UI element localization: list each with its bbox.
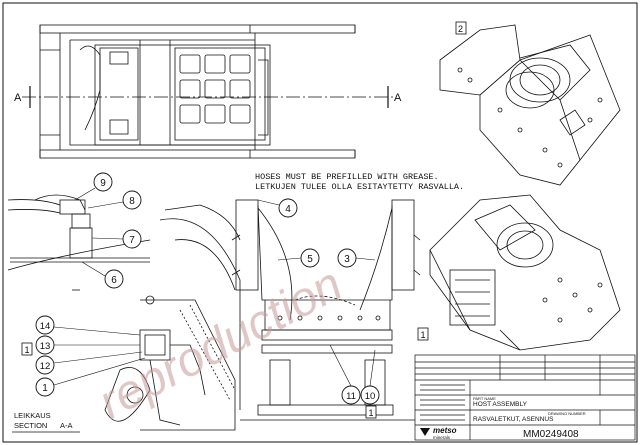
- balloon-5-label: 5: [307, 254, 313, 265]
- balloon-10: 10: [360, 349, 380, 405]
- drawing-number: MM0249408: [523, 429, 579, 440]
- title-en: HOST ASSEMBLY: [473, 401, 528, 408]
- title-fi: RASVALETKUT, ASENNUS: [473, 416, 554, 423]
- view-marker-left: 1: [21, 342, 33, 356]
- balloon-3: 3: [337, 248, 376, 268]
- company-name: metso: [433, 426, 457, 435]
- balloon-14: 14: [35, 315, 141, 336]
- balloon-4-label: 4: [285, 204, 291, 215]
- balloon-13-label: 13: [40, 341, 51, 352]
- balloon-8-label: 8: [129, 196, 135, 207]
- balloon-13: 13: [35, 335, 140, 355]
- company-logo: metso minerals: [420, 426, 457, 440]
- balloon-11: 11: [329, 344, 361, 405]
- balloon-11-label: 11: [346, 391, 356, 402]
- section-view: [104, 204, 241, 431]
- section-caption-suffix: A-A: [60, 421, 73, 430]
- note-line-1: HOSES MUST BE PREFILLED WITH GREASE.: [255, 172, 439, 182]
- iso-view-lower-label: 1: [420, 330, 425, 340]
- balloon-4: 4: [257, 198, 298, 218]
- drawing-number-label: DRAWING NUMBER: [548, 411, 586, 416]
- balloon-7-label: 7: [129, 235, 135, 246]
- balloon-8: 8: [87, 190, 142, 210]
- iso-view-lower: [429, 194, 621, 351]
- iso-view-upper-label: 2: [458, 24, 463, 34]
- section-caption-line-2: SECTION: [14, 421, 47, 430]
- front-view: [231, 199, 421, 421]
- balloon-6-label: 6: [111, 275, 117, 286]
- view-marker-left-label: 1: [24, 345, 29, 355]
- balloon-12: 12: [35, 351, 143, 375]
- section-caption-line-1: LEIKKAUS: [14, 411, 51, 420]
- iso-view-upper: [439, 21, 621, 186]
- watermark-text: reproduction: [90, 258, 350, 430]
- view-marker-bottom: 1: [365, 405, 377, 419]
- balloon-7: 7: [91, 229, 142, 249]
- iso-view-lower-marker: 1: [417, 327, 429, 341]
- balloon-14-label: 14: [40, 321, 51, 332]
- company-sub: minerals: [433, 435, 451, 440]
- title-block: [414, 354, 636, 441]
- detail-fitting: [7, 194, 151, 291]
- balloon-1: 1: [35, 357, 146, 397]
- section-label-right: A: [394, 92, 402, 104]
- balloon-6: 6: [81, 261, 124, 289]
- balloon-10-label: 10: [365, 391, 376, 402]
- balloon-9-label: 9: [100, 178, 106, 189]
- part-name-label: PART NAME: [473, 396, 496, 401]
- top-view: [22, 24, 395, 159]
- view-marker-bottom-label: 1: [368, 408, 373, 418]
- balloon-9: 9: [74, 172, 113, 201]
- balloon-5: 5: [277, 248, 320, 268]
- balloon-1-label: 1: [42, 383, 48, 394]
- balloon-12-label: 12: [40, 361, 51, 372]
- note-line-2: LETKUJEN TULEE OLLA ESITAYTETTY RASVALLA…: [255, 182, 464, 192]
- section-label-left: A: [14, 92, 22, 104]
- balloon-3-label: 3: [344, 254, 350, 265]
